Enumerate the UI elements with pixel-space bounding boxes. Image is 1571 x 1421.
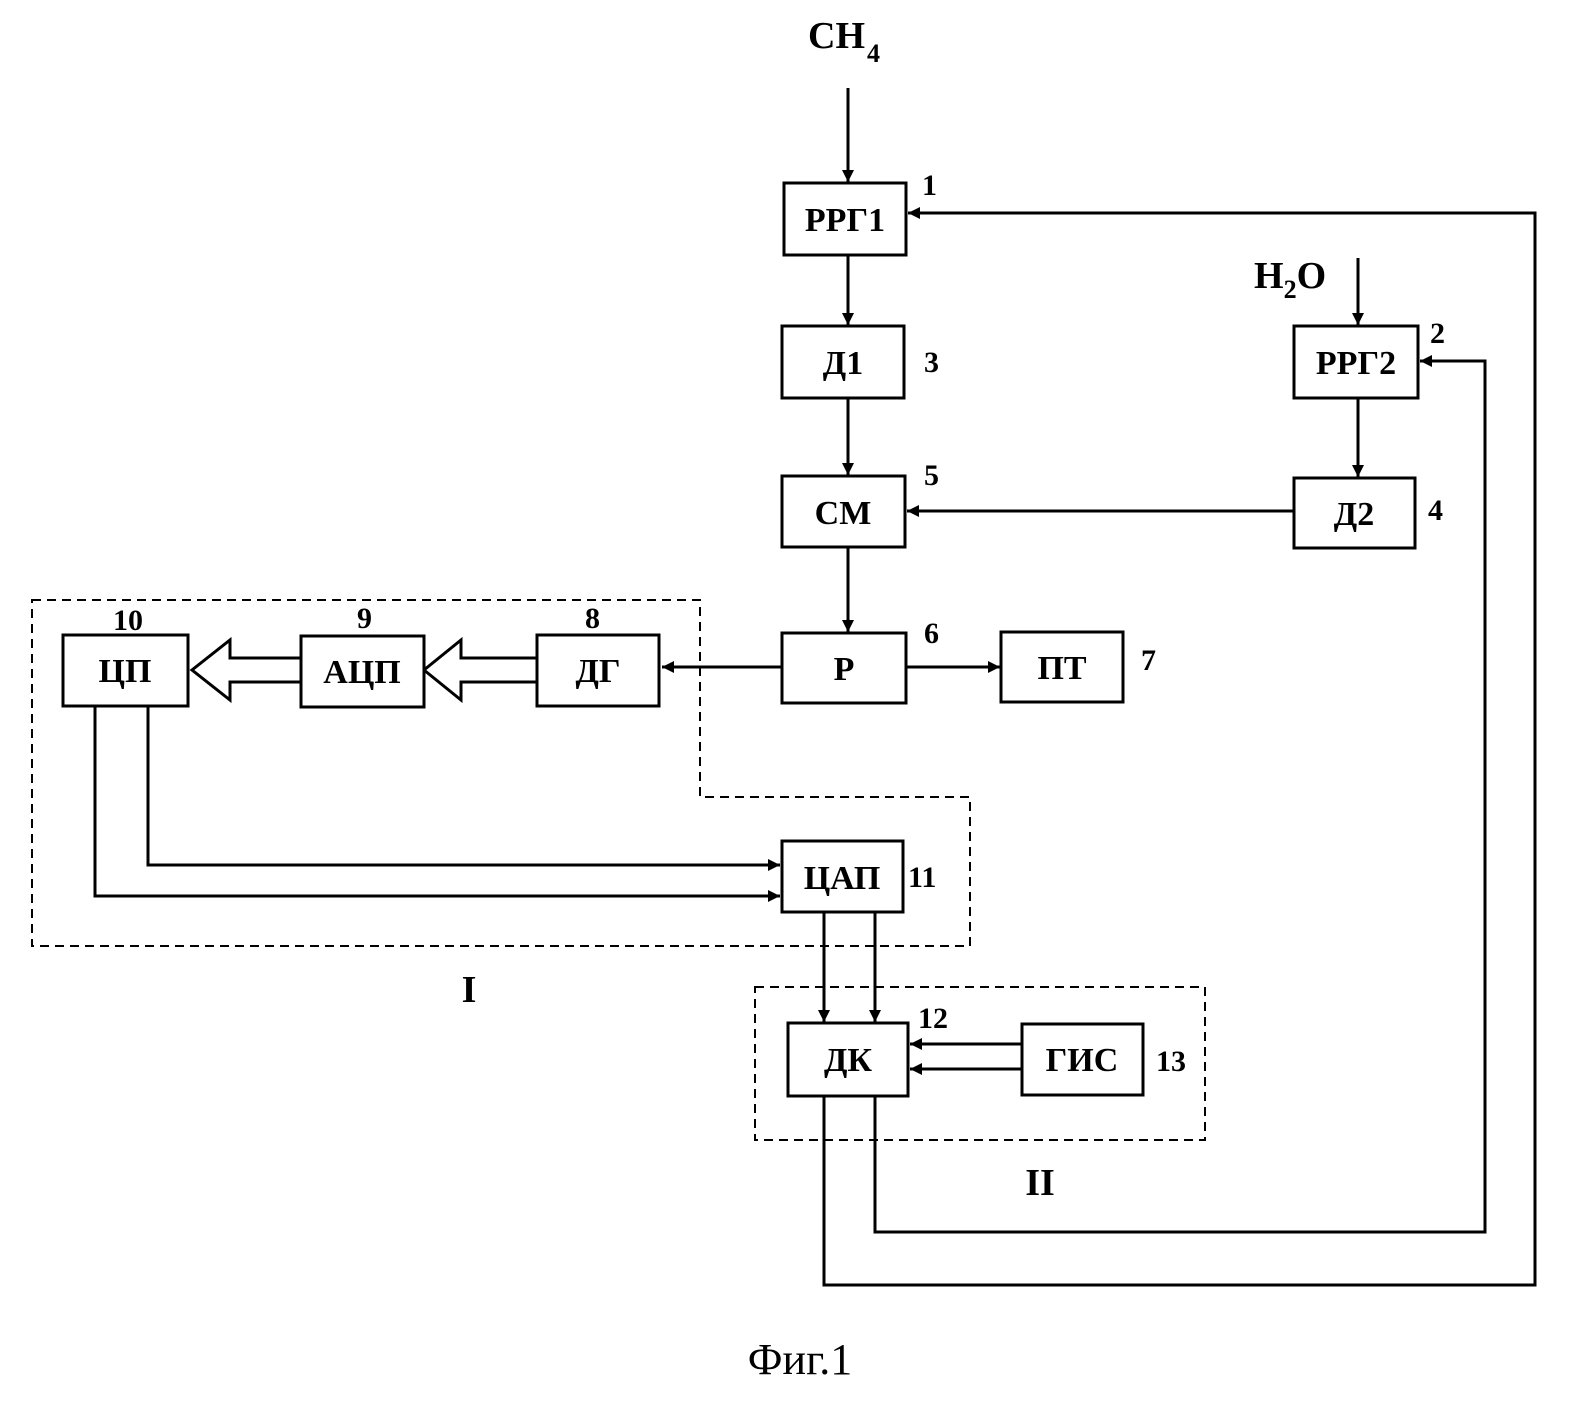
number-9: 9 <box>357 602 372 635</box>
block-rrg1-label: РРГ1 <box>805 202 885 239</box>
block-rrg2-label: РРГ2 <box>1316 345 1396 382</box>
block-adc-label: АЦП <box>323 654 400 691</box>
block-dk-label: ДК <box>824 1042 872 1079</box>
block-r-label: Р <box>834 651 855 688</box>
cp-to-dac-line-2 <box>95 706 780 896</box>
block-dg-label: ДГ <box>575 653 620 690</box>
block-d2: Д2 <box>1294 478 1415 548</box>
number-13: 13 <box>1156 1045 1186 1078</box>
block-sm-label: СМ <box>815 495 872 532</box>
block-gis: ГИС <box>1022 1024 1143 1095</box>
block-sm: СМ <box>782 476 905 547</box>
block-d2-label: Д2 <box>1334 496 1374 533</box>
number-8: 8 <box>585 602 600 635</box>
number-7: 7 <box>1141 644 1156 677</box>
block-gis-label: ГИС <box>1046 1042 1119 1079</box>
number-2: 2 <box>1430 317 1445 350</box>
adc-to-cp-bus-arrow <box>192 640 301 700</box>
group-II-label: II <box>1025 1162 1055 1204</box>
block-dk: ДК <box>788 1023 908 1096</box>
block-d1: Д1 <box>782 326 904 398</box>
block-r: Р <box>782 633 906 703</box>
dg-to-adc-bus-arrow <box>424 640 537 700</box>
block-dac-label: ЦАП <box>804 860 881 897</box>
block-adc: АЦП <box>301 636 424 707</box>
block-cp-label: ЦП <box>99 653 152 690</box>
block-pt-label: ПТ <box>1037 650 1086 687</box>
block-rrg2: РРГ2 <box>1294 326 1418 398</box>
block-pt: ПТ <box>1001 632 1123 702</box>
block-d1-label: Д1 <box>823 345 863 382</box>
group-I-label: I <box>462 969 477 1011</box>
figure-caption: Фиг.1 <box>748 1335 852 1384</box>
block-dg: ДГ <box>537 635 659 706</box>
number-10: 10 <box>113 604 143 637</box>
number-4: 4 <box>1428 494 1443 527</box>
block-dac: ЦАП <box>782 841 903 912</box>
number-5: 5 <box>924 459 939 492</box>
block-cp: ЦП <box>63 635 188 706</box>
number-6: 6 <box>924 617 939 650</box>
block-rrg1: РРГ1 <box>784 183 906 255</box>
number-11: 11 <box>908 861 936 894</box>
water-label: H2O <box>1254 255 1326 304</box>
number-12: 12 <box>918 1002 948 1035</box>
methane-label: CH4 <box>808 15 880 68</box>
cp-to-dac-line-1 <box>148 706 780 865</box>
number-3: 3 <box>924 346 939 379</box>
number-1: 1 <box>922 169 937 202</box>
